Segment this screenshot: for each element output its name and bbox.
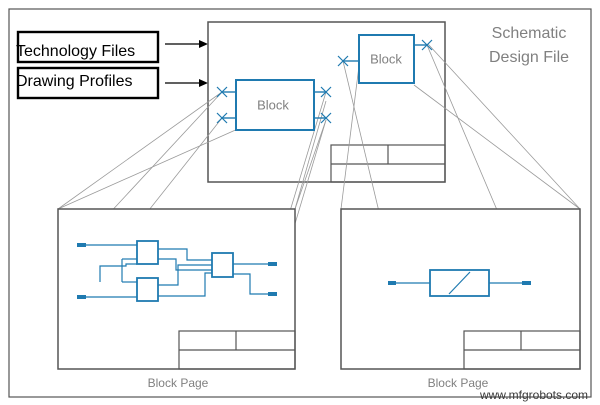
left-page-connectors — [77, 243, 277, 299]
schematic-block-left: Block — [216, 79, 332, 131]
right-block-page-frame — [340, 208, 581, 370]
left-title-block — [178, 330, 296, 370]
right-page-connectors — [388, 281, 531, 285]
drawing-profiles-label: Drawing Profiles — [16, 73, 132, 90]
drawing-profiles-box: Drawing Profiles — [16, 66, 160, 100]
right-block-page-label: Block Page — [428, 376, 489, 390]
block-label-left: Block — [257, 97, 289, 112]
schematic-title-block — [330, 144, 446, 183]
arrow-drawing-profiles — [165, 79, 208, 87]
left-block-page-label: Block Page — [148, 376, 209, 390]
right-page-circuit — [396, 269, 522, 297]
schematic-label-line2: Design File — [489, 49, 569, 66]
schematic-label-line1: Schematic — [492, 25, 567, 42]
watermark: www.mfgrobots.com — [479, 388, 588, 402]
arrow-technology-files — [165, 40, 208, 48]
technology-files-box: Technology Files — [16, 30, 160, 64]
schematic-block-right: Block — [337, 34, 433, 84]
left-page-circuit — [86, 240, 268, 302]
left-block-page-frame — [57, 208, 296, 370]
technology-files-label: Technology Files — [16, 43, 135, 60]
block-label-right: Block — [370, 51, 402, 66]
right-title-block — [463, 330, 581, 370]
